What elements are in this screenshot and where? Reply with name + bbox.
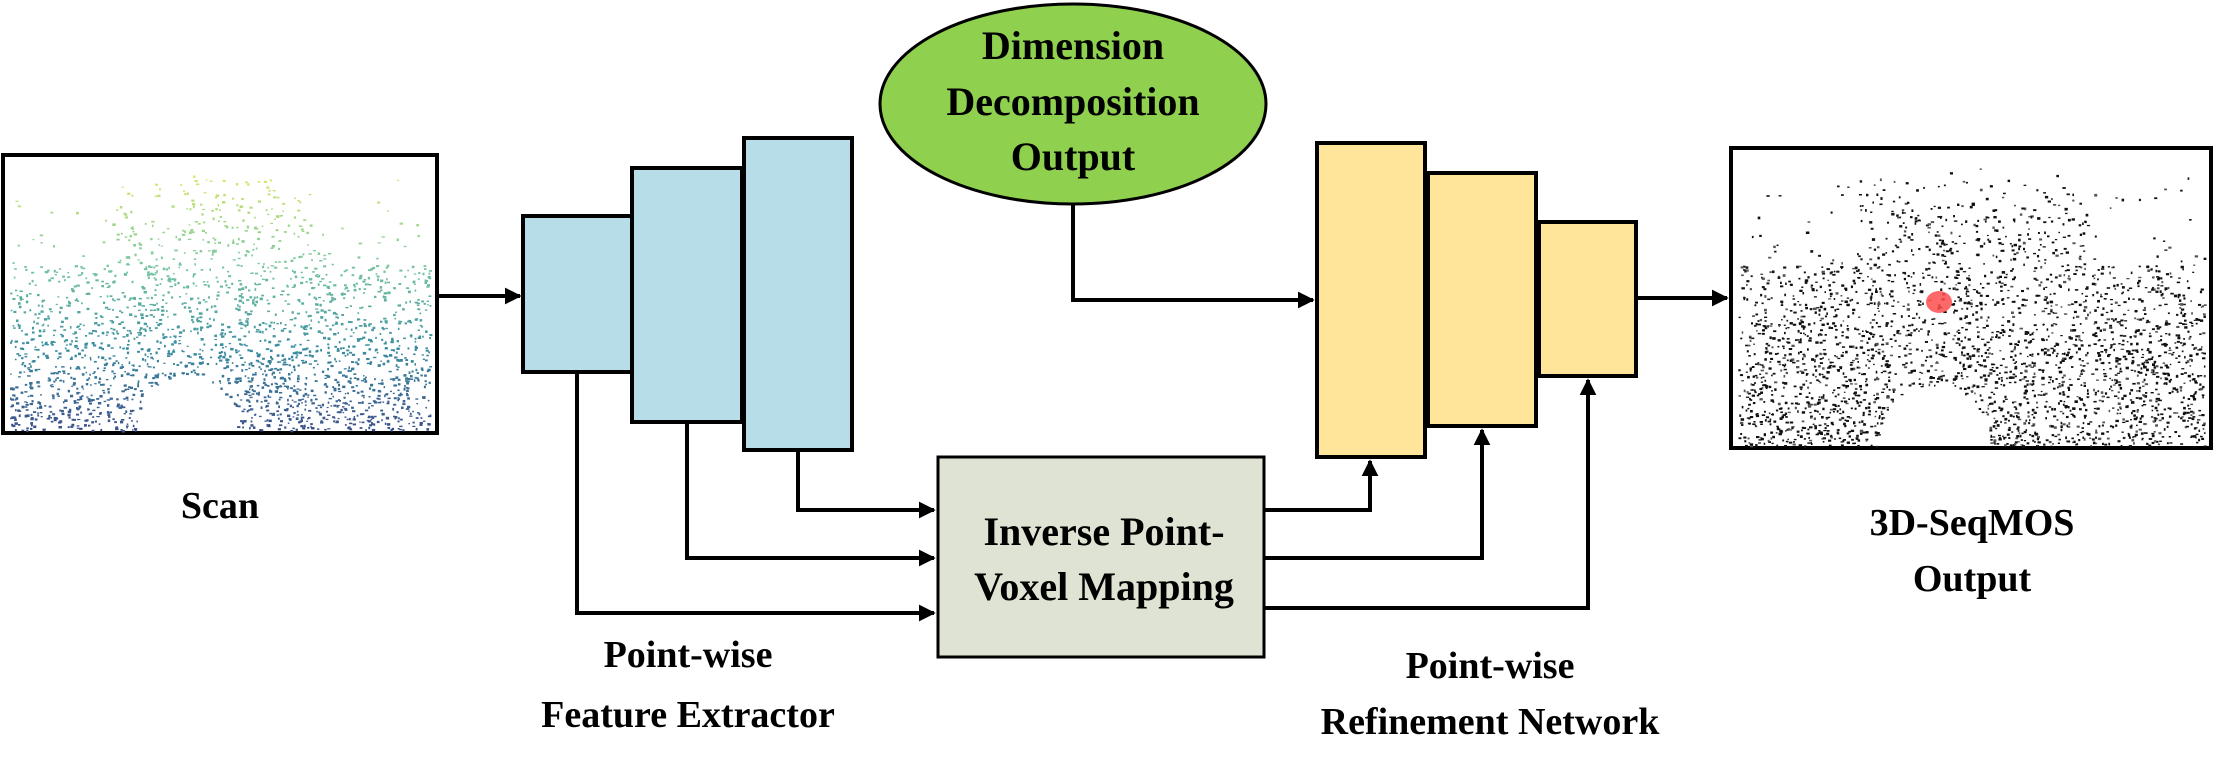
extractor-block-1 [521, 214, 634, 374]
extractor-block-2 [630, 166, 744, 424]
mapping-label-line1: Inverse Point- [983, 509, 1224, 554]
refinement-label-line2: Refinement Network [1321, 701, 1661, 743]
connections [437, 204, 1729, 622]
scan-image [1, 153, 439, 435]
scan-point-cloud [10, 175, 433, 433]
arrow-mapping-to-refinement3 [1264, 378, 1597, 610]
extractor-block-3 [742, 136, 854, 452]
dimension-label-line3: Output [1011, 134, 1136, 179]
mapping-box [936, 455, 1266, 659]
arrow-extractor3-to-mapping [796, 450, 936, 519]
output-label-line2: Output [1913, 558, 2032, 600]
output-image [1729, 146, 2213, 450]
feature-extractor-label-line1: Point-wise [604, 634, 773, 676]
dimension-label-line1: Dimension [982, 23, 1164, 68]
output-label-line1: 3D-SeqMOS [1870, 502, 2075, 544]
feature-extractor-blocks [521, 136, 854, 452]
arrow-mapping-to-refinement1 [1264, 459, 1379, 512]
feature-extractor-label-line2: Feature Extractor [541, 694, 835, 736]
output-point-cloud [1738, 168, 2207, 448]
refinement-network-blocks [1315, 141, 1638, 459]
refinement-block-3 [1537, 220, 1638, 378]
dimension-label-line2: Decomposition [946, 79, 1199, 124]
refinement-block-2 [1426, 171, 1538, 428]
moving-object-highlight [1926, 291, 1952, 313]
scan-label: Scan [181, 485, 259, 527]
refinement-label-line1: Point-wise [1406, 645, 1575, 687]
arrow-extractor1-to-mapping [575, 372, 936, 622]
mapping-label-line2: Voxel Mapping [974, 564, 1234, 609]
refinement-block-1 [1315, 141, 1427, 459]
arrow-mapping-to-refinement2 [1264, 428, 1491, 560]
arrow-dimension-to-refinement [1071, 204, 1315, 309]
arrow-extractor2-to-mapping [685, 422, 936, 567]
